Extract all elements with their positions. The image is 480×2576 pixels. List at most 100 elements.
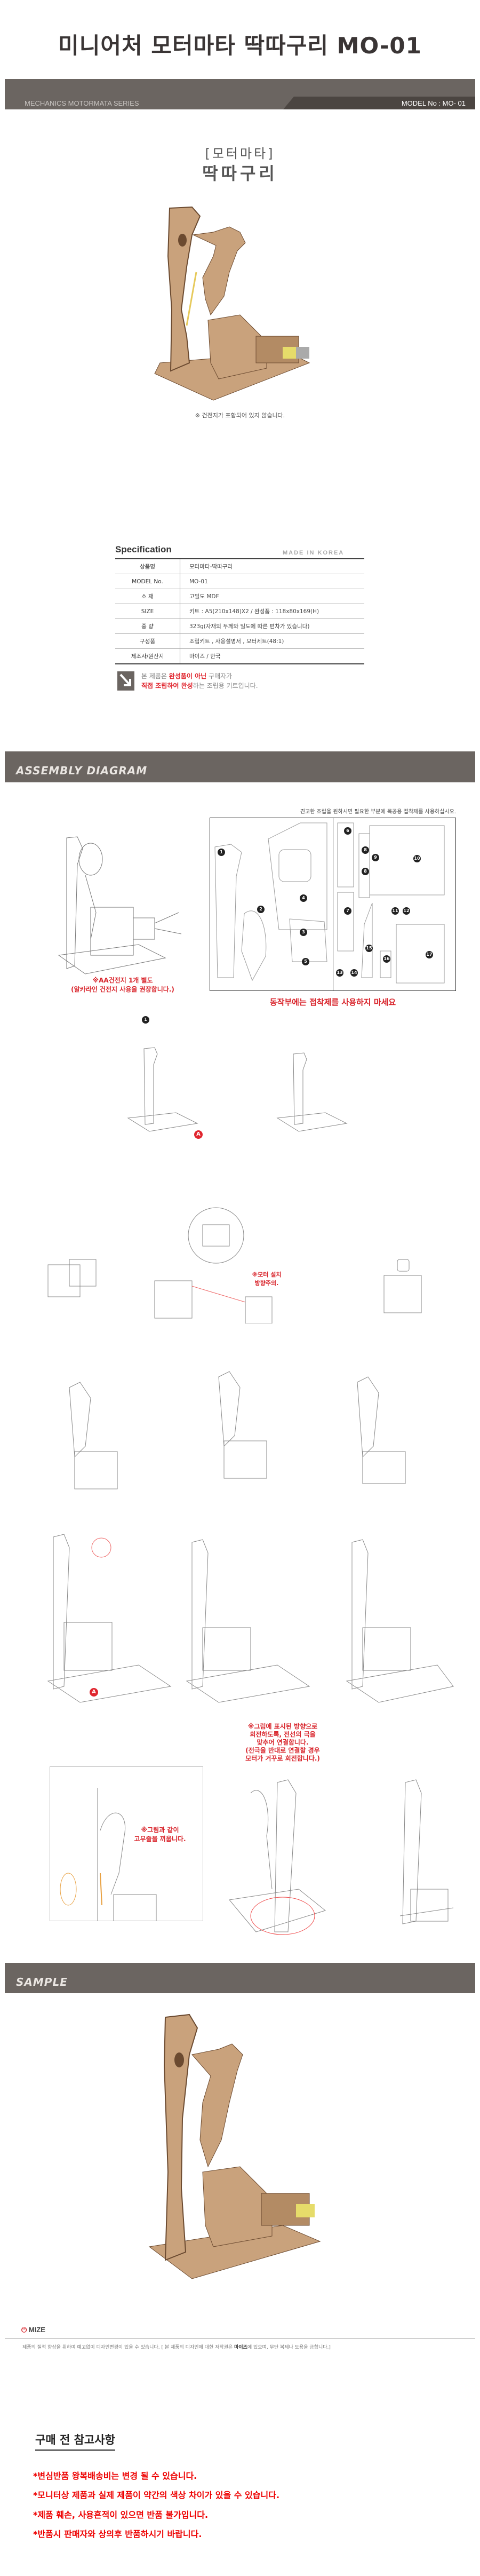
mize-logo-icon: ⏻ (21, 2326, 27, 2334)
spec-label: 중 량 (115, 619, 180, 634)
spec-value: 키트 : A5(210x148)X2 / 완성품 : 118x80x169(H) (180, 604, 364, 619)
rubber-note-line: ※그림과 같이 (141, 1826, 179, 1834)
sample-banner (5, 1963, 475, 1993)
rubber-band-diagram (60, 1788, 157, 1921)
part-number: 16 (383, 955, 390, 963)
part-number: 17 (426, 951, 433, 958)
part-number: 5 (302, 958, 309, 965)
model-banner-tab (283, 97, 475, 109)
spec-value: 마이즈 / 한국 (180, 648, 364, 664)
part-number: 4 (300, 894, 307, 902)
product-category: [모터마타] (205, 146, 275, 161)
battery-note-line: (알카라인 건전지 사용을 권장합니다.) (71, 986, 174, 993)
product-name: 딱따구리 (202, 163, 278, 184)
arrow-down-right-icon (117, 671, 134, 691)
footer-text: 제품의 질적 향상을 위하여 예고없이 디자인변경이 있을 수 있습니다. [ … (22, 2345, 235, 2350)
part-number: 3 (300, 929, 307, 936)
battery-caption: ※ 건전지가 포함되어 있지 않습니다. (195, 412, 285, 419)
footer-text: 에 있으며, 무단 복제나 도용을 금합니다.] (247, 2345, 331, 2350)
part-number: 10 (413, 855, 421, 862)
notice-text: 하는 조립용 키트입니다. (193, 682, 258, 689)
part-number: 12 (403, 907, 410, 915)
spec-label: SIZE (115, 604, 180, 619)
table-row: MODEL No.MO-01 (115, 574, 364, 589)
part-number: 2 (257, 906, 265, 913)
assembled-diagram (58, 836, 182, 974)
page-title: 미니어처 모터마타 딱따구리 MO-01 (58, 33, 422, 59)
spec-title: Specification (115, 544, 172, 554)
spec-label: MODEL No. (115, 574, 180, 589)
part-number: 15 (365, 945, 373, 952)
wire-note-line: 모터가 거꾸로 회전합니다.) (245, 1755, 320, 1762)
marker-a: A (90, 1688, 98, 1697)
purchase-notes-title: 구매 전 참고사항 (35, 2431, 115, 2451)
spec-value: 323g(자재의 두께와 밀도에 따른 편차가 있습니다) (180, 619, 364, 634)
spec-label: 제조사/원산지 (115, 648, 180, 664)
glue-note: 견고한 조립을 원하시면 필요한 부분에 목공용 접착제를 사용하십시오. (300, 809, 456, 815)
product-photo (154, 206, 310, 401)
spec-value: 고밀도 MDF (180, 589, 364, 604)
rubber-note-line: 고무줄을 끼웁니다. (134, 1835, 186, 1843)
part-number: 9 (372, 854, 379, 861)
part-number: 11 (391, 907, 399, 915)
wire-note-line: 맞추어 연결합니다. (257, 1739, 309, 1746)
battery-note: ※AA건전지 1개 별도 (알카라인 건전지 사용을 권장합니다.) (53, 976, 192, 994)
step-4-diagram (47, 1534, 454, 1703)
battery-note-line: ※AA건전지 1개 별도 (92, 977, 153, 984)
notice-highlight: 완성품이 아닌 (169, 672, 207, 680)
step-3-diagram (69, 1371, 406, 1489)
assembly-title: ASSEMBLY DIAGRAM (16, 764, 148, 777)
no-glue-note: 동작부에는 접착제를 사용하지 마세요 (269, 997, 396, 1007)
step-1-diagram (127, 1047, 348, 1132)
part-number: 1 (142, 1016, 149, 1024)
part-number: 13 (336, 969, 343, 977)
motor-note-line: 방향주의. (254, 1280, 279, 1287)
wire-note-line: (전극을 반대로 연결할 경우 (245, 1747, 320, 1754)
spec-value: 모터마타-딱따구리 (180, 559, 364, 574)
notice-text: 구매자가 (206, 672, 233, 680)
wire-note: ※그림에 표시된 방향으로 회전하도록, 전선의 극을 맞추어 연결합니다. (… (224, 1723, 341, 1763)
purchase-note: *제품 훼손, 사용흔적이 있으면 반품 불가입니다. (33, 2510, 209, 2520)
part-number: 8 (362, 868, 369, 875)
part-number: 8 (362, 846, 369, 854)
motor-note-line: ※모터 설치 (252, 1271, 282, 1278)
mize-logo: ⏻ MIZE (21, 2326, 45, 2334)
sample-photo (148, 2014, 321, 2279)
spec-label: 구성품 (115, 633, 180, 649)
model-number: MODEL No : MO- 01 (401, 99, 466, 107)
footer-brand: 마이즈 (234, 2345, 247, 2350)
parts-outlines (214, 822, 445, 984)
part-number: 1 (218, 849, 225, 856)
step-2-diagram (47, 1207, 422, 1323)
assembly-banner (5, 751, 475, 782)
kit-notice: 본 제품은 완성품이 아닌 구매자가 직접 조립하여 완성하는 조립용 키트입니… (141, 671, 258, 691)
copyright-notice: 제품의 질적 향상을 위하여 예고없이 디자인변경이 있을 수 있습니다. [ … (22, 2343, 331, 2350)
series-banner (5, 79, 475, 109)
spec-label: 소 재 (115, 589, 180, 604)
spec-value: MO-01 (180, 574, 364, 589)
wire-note-line: ※그림에 표시된 방향으로 (247, 1723, 318, 1730)
spec-label: 상품명 (115, 559, 180, 574)
brand-name: MIZE (28, 2326, 45, 2334)
rubber-band-note: ※그림과 같이 고무줄을 끼웁니다. (120, 1825, 200, 1843)
notice-highlight: 직접 조립하여 완성 (141, 682, 193, 689)
part-number: 6 (344, 827, 351, 835)
spec-value: 조립키트 , 사용설명서 , 모터세트(48:1) (180, 633, 364, 649)
sample-title: SAMPLE (16, 1976, 68, 1988)
part-number: 7 (344, 907, 351, 915)
notice-text: 본 제품은 (141, 672, 169, 680)
wire-note-line: 회전하도록, 전선의 극을 (250, 1731, 316, 1738)
made-in-korea: MADE IN KOREA (283, 550, 345, 556)
marker-a: A (194, 1130, 203, 1139)
series-label: MECHANICS MOTORMATA SERIES (25, 99, 139, 107)
purchase-note: *모니터상 제품과 실제 제품이 약간의 색상 차이가 있을 수 있습니다. (33, 2490, 280, 2500)
purchase-note: *변심반품 왕복배송비는 변경 될 수 있습니다. (33, 2471, 197, 2481)
purchase-note: *반품시 판매자와 상의후 반품하시기 바랍니다. (33, 2529, 202, 2539)
